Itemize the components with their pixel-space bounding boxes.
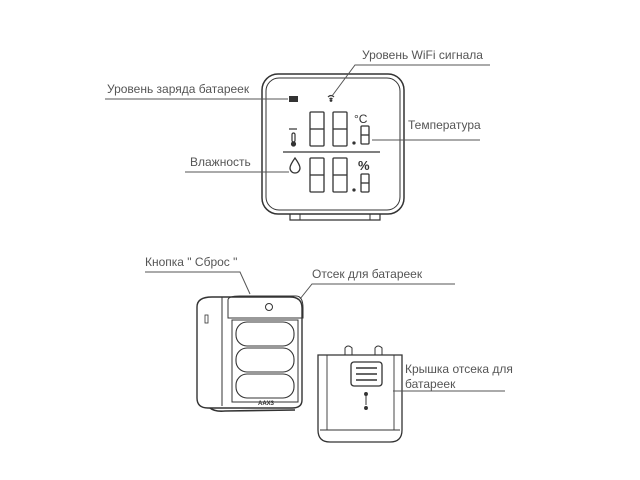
temperature-digits [309,111,370,147]
humidity-unit: % [358,158,370,173]
label-temperature: Температура [408,118,481,132]
label-humidity: Влажность [190,155,251,169]
label-cover-line1: Крышка отсека для [405,362,513,376]
humidity-digits [309,157,370,193]
battery-cover [317,345,403,443]
temp-unit: °C [354,112,368,126]
label-wifi-level: Уровень WiFi сигнала [362,48,483,62]
wifi-icon [327,94,335,102]
leader-lines [105,64,505,392]
water-drop-icon [289,156,301,174]
device-back-view [196,295,304,412]
label-cover-line2: батареек [405,377,456,391]
thermometer-icon [289,128,297,147]
label-reset-button: Кнопка " Сброс " [145,255,238,269]
battery-marking: AAX3 [258,401,275,407]
device-front-view [261,73,405,221]
battery-level-icon [289,96,298,102]
label-battery-compartment: Отсек для батареек [312,267,423,281]
label-battery-level: Уровень заряда батареек [107,82,250,96]
